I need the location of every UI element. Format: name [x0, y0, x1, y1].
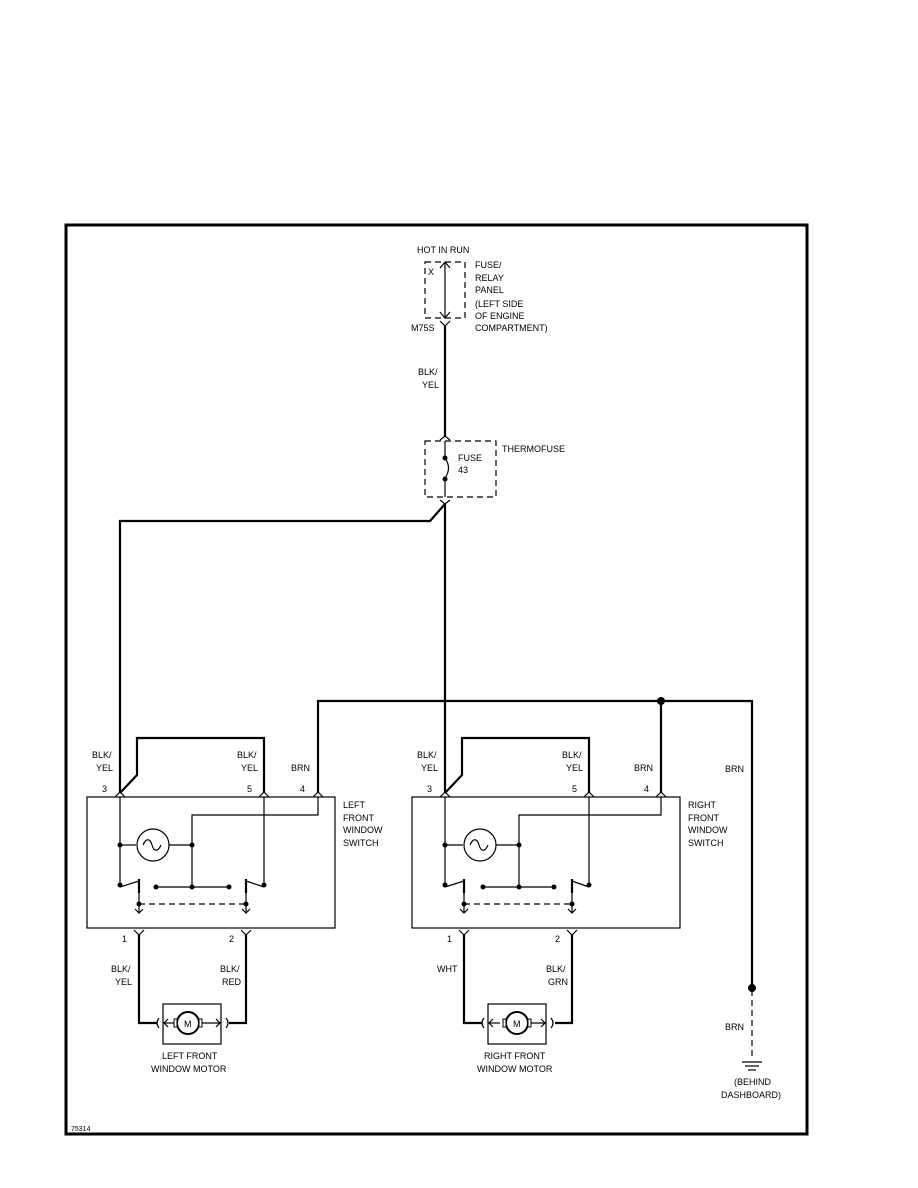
left-pin3-wire-1: BLK/ — [92, 750, 112, 760]
left-motor-label-1: LEFT FRONT — [162, 1051, 218, 1061]
left-pin2-label: 2 — [229, 934, 234, 944]
hot-in-run-label: HOT IN RUN — [417, 245, 469, 255]
left-motor-wire1-2: YEL — [115, 977, 132, 987]
right-motor-label-2: WINDOW MOTOR — [477, 1064, 553, 1074]
panel-label-1: FUSE/ — [475, 260, 502, 270]
ground-wire-label-upper: BRN — [725, 764, 744, 774]
fuse-43-label-2: 43 — [458, 465, 468, 475]
right-motor-wire1: WHT — [437, 964, 458, 974]
left-motor-label-2: WINDOW MOTOR — [151, 1064, 227, 1074]
fuse-relay-panel: HOT IN RUN X FUSE/ RELAY PANEL (LEFT SID… — [411, 245, 548, 333]
left-motor-wire1-1: BLK/ — [111, 964, 131, 974]
right-switch-label-3: WINDOW — [688, 825, 728, 835]
right-switch-label-2: FRONT — [688, 813, 719, 823]
fuse-mark: X — [428, 267, 434, 277]
right-motor-wire2-2: GRN — [548, 977, 568, 987]
wire-label-top-2: YEL — [422, 380, 439, 390]
left-pin5-wire-2: YEL — [241, 763, 258, 773]
right-motor-wire2-1: BLK/ — [546, 964, 566, 974]
panel-label-6: COMPARTMENT) — [475, 323, 548, 333]
left-pin4-label: 4 — [300, 784, 305, 794]
left-pin1-label: 1 — [122, 934, 127, 944]
panel-label-2: RELAY — [475, 273, 504, 283]
left-switch-label-2: FRONT — [343, 813, 374, 823]
fuse-43-label-1: FUSE — [458, 453, 482, 463]
right-motor-label-1: RIGHT FRONT — [484, 1051, 546, 1061]
right-pin5-label: 5 — [572, 784, 577, 794]
right-pin5-wire-1: BLK/ — [562, 750, 582, 760]
left-front-window-switch: BLK/ YEL BLK/ YEL BRN 3 5 4 — [86, 736, 383, 944]
ground: BRN BRN (BEHIND DASHBOARD) — [721, 764, 781, 1100]
right-pin2-label: 2 — [555, 934, 560, 944]
right-pin3-label: 3 — [427, 784, 432, 794]
right-pin3-wire-1: BLK/ — [417, 750, 437, 760]
right-switch-label-1: RIGHT — [688, 800, 717, 810]
wire-label-top-1: BLK/ — [418, 367, 438, 377]
right-switch-label-4: SWITCH — [688, 838, 724, 848]
left-switch-label-1: LEFT — [343, 800, 366, 810]
right-pin4-label: 4 — [644, 784, 649, 794]
right-pin3-wire-2: YEL — [421, 763, 438, 773]
panel-label-3: PANEL — [475, 285, 504, 295]
right-pin4-wire: BRN — [634, 763, 653, 773]
left-pin5-label: 5 — [247, 784, 252, 794]
right-front-window-motor: WHT BLK/ GRN M RIGHT FRONT WINDOW MOTOR — [437, 935, 574, 1074]
connector-m75s: M75S — [411, 323, 435, 333]
left-pin3-wire-2: YEL — [96, 763, 113, 773]
figure-id: 75314 — [71, 1126, 91, 1133]
ground-location-1: (BEHIND — [734, 1077, 772, 1087]
right-pin5-wire-2: YEL — [566, 763, 583, 773]
left-pin3-label: 3 — [102, 784, 107, 794]
left-motor-symbol: M — [184, 1019, 192, 1029]
left-switch-label-3: WINDOW — [343, 825, 383, 835]
left-pin4-wire: BRN — [291, 763, 310, 773]
right-front-window-switch: BLK/ YEL BLK/ YEL BRN 3 5 4 — [411, 736, 728, 944]
thermofuse-label: THERMOFUSE — [502, 444, 565, 454]
right-pin1-label: 1 — [447, 934, 452, 944]
left-front-window-motor: BLK/ YEL BLK/ RED M LEFT FRONT WINDOW MO… — [111, 935, 248, 1074]
thermofuse: THERMOFUSE FUSE 43 — [424, 435, 565, 505]
left-pin5-wire-1: BLK/ — [237, 750, 257, 760]
left-motor-wire2-2: RED — [222, 977, 242, 987]
right-motor-symbol: M — [513, 1019, 521, 1029]
panel-label-5: OF ENGINE — [475, 311, 525, 321]
diagram-frame — [64, 223, 809, 1136]
panel-label-4: (LEFT SIDE — [475, 299, 523, 309]
ground-wire-label-lower: BRN — [725, 1022, 744, 1032]
ground-location-2: DASHBOARD) — [721, 1090, 781, 1100]
left-switch-label-4: SWITCH — [343, 838, 379, 848]
left-motor-wire2-1: BLK/ — [220, 964, 240, 974]
